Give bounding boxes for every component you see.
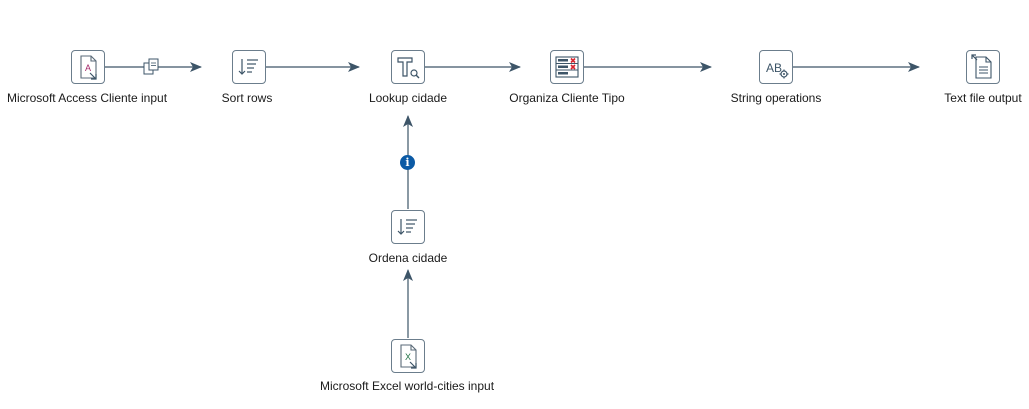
svg-text:AB: AB bbox=[766, 61, 782, 75]
step-ordena-cidade[interactable] bbox=[391, 210, 425, 244]
step-excel-input[interactable]: X bbox=[391, 339, 425, 373]
svg-text:X: X bbox=[405, 352, 411, 362]
step-label-sort-rows[interactable]: Sort rows bbox=[221, 91, 273, 105]
svg-text:A: A bbox=[85, 63, 91, 73]
step-label-access-input[interactable]: Microsoft Access Cliente input bbox=[6, 91, 168, 105]
string-operations-icon: AB bbox=[766, 61, 789, 79]
step-sort-rows[interactable] bbox=[232, 50, 266, 84]
sort-icon bbox=[397, 219, 417, 235]
step-organiza-cliente-tipo[interactable] bbox=[550, 50, 584, 84]
copy-rows-icon bbox=[143, 58, 159, 75]
step-label-lookup-cidade[interactable]: Lookup cidade bbox=[368, 91, 448, 105]
step-label-organiza-cliente-tipo[interactable]: Organiza Cliente Tipo bbox=[509, 91, 625, 105]
step-lookup-cidade[interactable] bbox=[391, 50, 425, 84]
info-badge-icon[interactable]: i bbox=[400, 155, 415, 170]
text-file-output-icon bbox=[971, 54, 992, 79]
step-text-file-output[interactable] bbox=[966, 50, 1000, 84]
excel-input-icon: X bbox=[400, 344, 417, 369]
step-string-operations[interactable]: AB bbox=[759, 50, 793, 84]
step-label-text-file-output[interactable]: Text file output bbox=[944, 91, 1022, 105]
step-access-input[interactable]: A bbox=[71, 50, 105, 84]
select-values-icon bbox=[555, 56, 579, 78]
step-label-ordena-cidade[interactable]: Ordena cidade bbox=[368, 251, 448, 265]
sort-icon bbox=[238, 59, 258, 75]
access-input-icon: A bbox=[80, 55, 97, 80]
lookup-icon bbox=[397, 57, 420, 79]
step-label-excel-input[interactable]: Microsoft Excel world-cities input bbox=[319, 379, 495, 393]
step-label-string-operations[interactable]: String operations bbox=[730, 91, 822, 105]
